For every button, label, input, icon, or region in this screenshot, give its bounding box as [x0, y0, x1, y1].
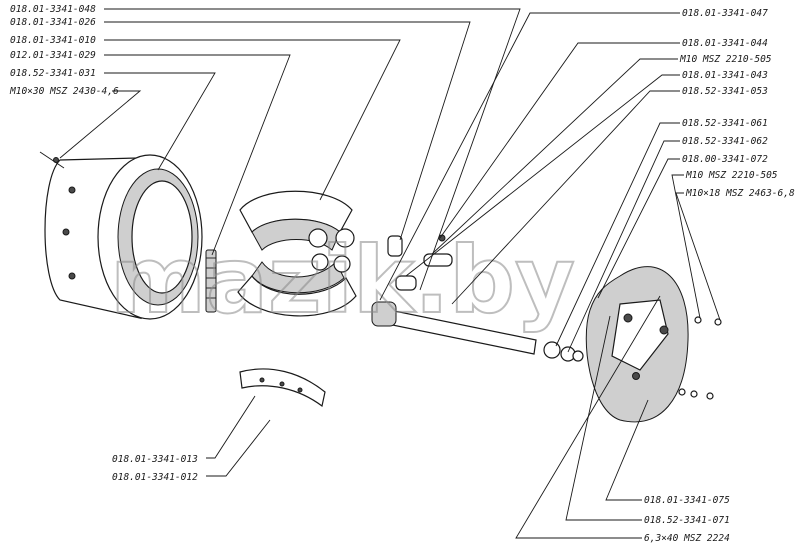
callout-bottom-left-2: 018.01-3341-012 [112, 472, 198, 483]
callout-bottom-right-2: 018.52-3341-071 [644, 515, 730, 526]
callout-right-7: 018.52-3341-062 [682, 136, 768, 147]
callout-right-9: M10 MSZ 2210-505 [685, 170, 778, 181]
brake-back-plate [585, 266, 689, 423]
callout-right-2: 018.01-3341-044 [682, 38, 768, 49]
callout-bottom-right-1: 018.01-3341-075 [644, 495, 730, 506]
watermark-text: mazik.by [110, 227, 575, 334]
callout-left-1: 018.01-3341-048 [10, 4, 96, 15]
callout-right-10: M10×18 MSZ 2463-6,8 [685, 188, 795, 199]
brake-shoe-lower [237, 253, 357, 317]
callouts-bottom-left: 018.01-3341-013 018.01-3341-012 [112, 395, 271, 483]
callout-right-5: 018.52-3341-053 [682, 86, 768, 97]
cam-shaft [371, 301, 584, 362]
callout-left-4: 012.01-3341-029 [10, 50, 96, 61]
callout-bottom-right-3: 6,3×40 MSZ 2224 [644, 533, 730, 544]
callout-left-2: 018.01-3341-026 [10, 17, 96, 28]
callouts-left: 018.01-3341-048 018.01-3341-026 018.01-3… [9, 4, 521, 291]
callout-right-8: 018.00-3341-072 [682, 154, 768, 165]
callout-right-4: 018.01-3341-043 [682, 70, 768, 81]
callout-left-3: 018.01-3341-010 [10, 35, 96, 46]
callout-right-6: 018.52-3341-061 [682, 118, 768, 129]
callout-right-3: M10 MSZ 2210-505 [679, 54, 772, 65]
return-spring [205, 249, 217, 313]
fasteners [39, 151, 722, 400]
brake-drum [44, 154, 203, 320]
callouts-right: 018.01-3341-047 018.01-3341-044 M10 MSZ … [379, 8, 795, 353]
callout-bottom-left-1: 018.01-3341-013 [112, 454, 198, 465]
callout-left-6: M10×30 MSZ 2430-4,6 [9, 86, 119, 97]
brake-shoe-upper [239, 190, 355, 251]
callout-right-1: 018.01-3341-047 [682, 8, 768, 19]
anchor-pins [387, 234, 453, 291]
callout-left-5: 018.52-3341-031 [10, 68, 96, 79]
callouts-bottom-right: 018.01-3341-075 018.52-3341-071 6,3×40 M… [515, 295, 730, 544]
brake-lining-segment [239, 368, 326, 408]
